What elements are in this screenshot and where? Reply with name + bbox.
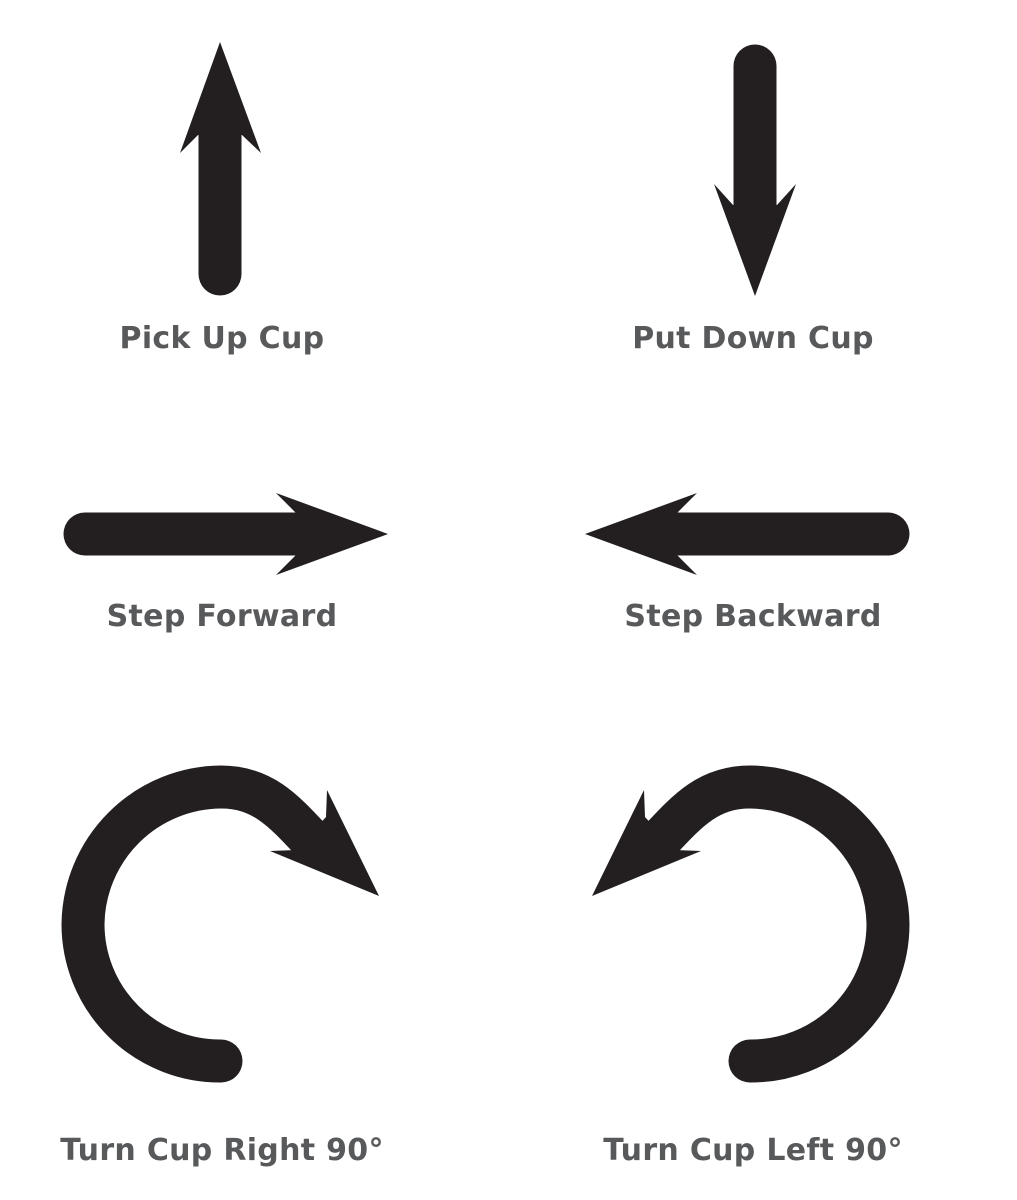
step-forward-label: Step Forward: [107, 599, 338, 634]
turn-cup-right-command: Turn Cup Right 90°: [60, 765, 384, 1168]
step-forward-command: Step Forward: [63, 493, 388, 634]
counterclockwise-arrow-icon: [592, 765, 910, 1083]
put-down-cup-label: Put Down Cup: [632, 321, 874, 356]
left-arrow-icon: [585, 493, 910, 575]
down-arrow-icon: [714, 44, 796, 296]
turn-cup-right-label: Turn Cup Right 90°: [60, 1133, 384, 1168]
turn-cup-left-label: Turn Cup Left 90°: [603, 1133, 903, 1168]
step-backward-label: Step Backward: [624, 599, 881, 634]
step-backward-command: Step Backward: [585, 493, 910, 634]
put-down-cup-command: Put Down Cup: [632, 44, 874, 356]
right-arrow-icon: [63, 493, 388, 575]
pick-up-cup-command: Pick Up Cup: [120, 42, 325, 356]
clockwise-arrow-icon: [61, 765, 379, 1083]
turn-cup-left-command: Turn Cup Left 90°: [592, 765, 910, 1168]
up-arrow-icon: [180, 42, 261, 296]
pick-up-cup-label: Pick Up Cup: [120, 321, 325, 356]
